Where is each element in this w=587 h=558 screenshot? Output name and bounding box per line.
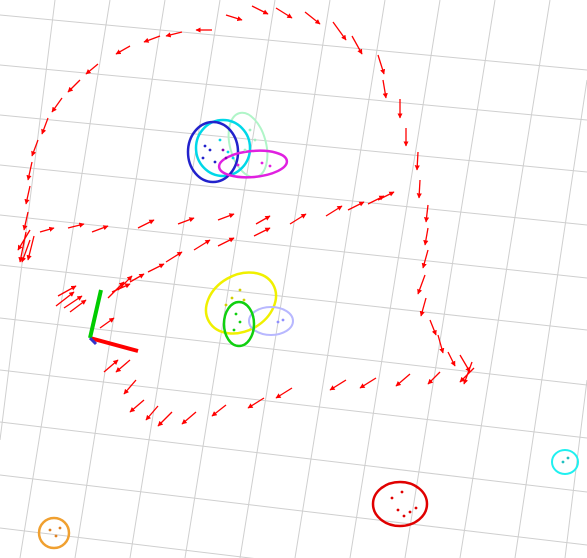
- landmark-ellipse-green: [222, 300, 256, 348]
- trajectory-arrow: [67, 79, 81, 93]
- landmark-ellipse-cyan: [194, 118, 252, 178]
- trajectory-arrow: [359, 377, 377, 389]
- trajectory-arrow: [377, 191, 395, 201]
- trajectory-arrow: [181, 411, 197, 425]
- trajectory-arrow: [41, 117, 49, 135]
- trajectory-arrow: [417, 274, 426, 295]
- trajectory-arrow: [253, 227, 271, 237]
- trajectory-arrow: [57, 285, 77, 297]
- landmark-ellipse-red: [371, 480, 429, 528]
- trajectory-arrow: [395, 373, 411, 387]
- trajectory-arrow: [275, 387, 293, 399]
- trajectory-arrow: [251, 5, 269, 15]
- trajectory-arrow: [225, 14, 243, 22]
- trajectory-arrow: [26, 235, 35, 261]
- trajectory-arrow: [329, 379, 347, 391]
- trajectory-arrow: [377, 54, 386, 75]
- trajectory-arrow: [423, 227, 429, 246]
- landmark-ellipse-mint: [227, 111, 269, 179]
- trajectory-arrow: [26, 161, 33, 181]
- axis-y: [88, 289, 103, 339]
- trajectory-arrow: [275, 7, 293, 19]
- trajectory-arrow: [24, 185, 31, 205]
- trajectory-arrow: [165, 31, 183, 38]
- landmark-ellipse-cyan-small: [551, 449, 579, 475]
- axis-z: [88, 336, 98, 346]
- trajectory-arrow: [332, 21, 347, 41]
- pose-trajectory: [17, 5, 475, 427]
- trajectory-arrow: [419, 297, 427, 317]
- landmark-points-red: [390, 490, 418, 518]
- trajectory-arrow: [143, 35, 161, 43]
- landmark-ellipse-magenta: [217, 149, 289, 179]
- trajectory-arrow: [429, 319, 437, 336]
- trajectory-arrow: [31, 139, 39, 157]
- trajectory-arrow: [382, 79, 388, 99]
- axis-x: [89, 336, 139, 353]
- trajectory-arrow: [414, 151, 420, 171]
- trajectory-arrow: [217, 213, 235, 221]
- trajectory-arrow: [147, 263, 165, 273]
- landmark-clusters[interactable]: [37, 108, 579, 550]
- trajectory-arrow: [347, 201, 365, 211]
- trajectory-arrow: [437, 334, 445, 354]
- trajectory-arrow: [177, 217, 195, 225]
- landmark-ellipse-blue: [186, 120, 240, 184]
- landmark-ellipse-orange: [37, 516, 71, 550]
- trajectory-arrow: [421, 249, 429, 269]
- landmark-ellipse-lavender: [248, 306, 294, 336]
- trajectory-arrow: [367, 195, 385, 205]
- trajectory-arrow: [55, 291, 75, 307]
- trajectory-arrow: [351, 35, 363, 55]
- trajectory-arrow: [423, 204, 430, 223]
- origin-axes: [88, 289, 139, 353]
- trajectory-arrow: [123, 379, 137, 395]
- trajectory-arrow: [39, 226, 55, 233]
- trajectory-arrow: [99, 317, 115, 329]
- trajectory-arrow: [247, 397, 265, 409]
- trajectory-arrow: [85, 63, 99, 75]
- trajectory-arrow: [459, 354, 471, 373]
- trajectory-arrow: [463, 361, 473, 385]
- trajectory-arrow: [18, 231, 27, 263]
- trajectory-arrow: [115, 45, 131, 55]
- trajectory-arrow: [21, 239, 31, 263]
- trajectory-arrow: [145, 405, 159, 421]
- trajectory-arrow: [211, 404, 227, 417]
- trajectory-arrow: [63, 295, 83, 309]
- trajectory-arrow: [193, 239, 211, 251]
- trajectory-arrow: [115, 359, 131, 373]
- trajectory-arrow: [137, 219, 155, 229]
- trajectory-arrow: [67, 222, 85, 229]
- trajectory-arrow: [129, 399, 145, 413]
- landmark-points-top: [201, 128, 272, 168]
- trajectory-arrow: [217, 237, 235, 247]
- trajectory-arrow: [165, 251, 183, 263]
- trajectory-arrow: [91, 225, 109, 233]
- trajectory-arrow: [447, 351, 456, 367]
- trajectory-arrow: [51, 97, 63, 113]
- trajectory-arrow: [325, 205, 343, 217]
- trajectory-arrow: [459, 367, 475, 383]
- landmark-points-middle: [224, 288, 285, 332]
- trajectory-arrow: [416, 179, 422, 199]
- trajectory-arrow: [289, 213, 307, 225]
- trajectory-arrow: [22, 211, 29, 231]
- trajectory-arrow: [304, 11, 321, 25]
- trajectory-arrow: [69, 299, 87, 313]
- trajectory-arrow: [255, 215, 271, 225]
- trajectory-arrow: [157, 411, 173, 427]
- trajectory-arrow: [427, 371, 441, 385]
- trajectory-arrow: [103, 359, 119, 373]
- trajectory-arrow: [111, 283, 131, 293]
